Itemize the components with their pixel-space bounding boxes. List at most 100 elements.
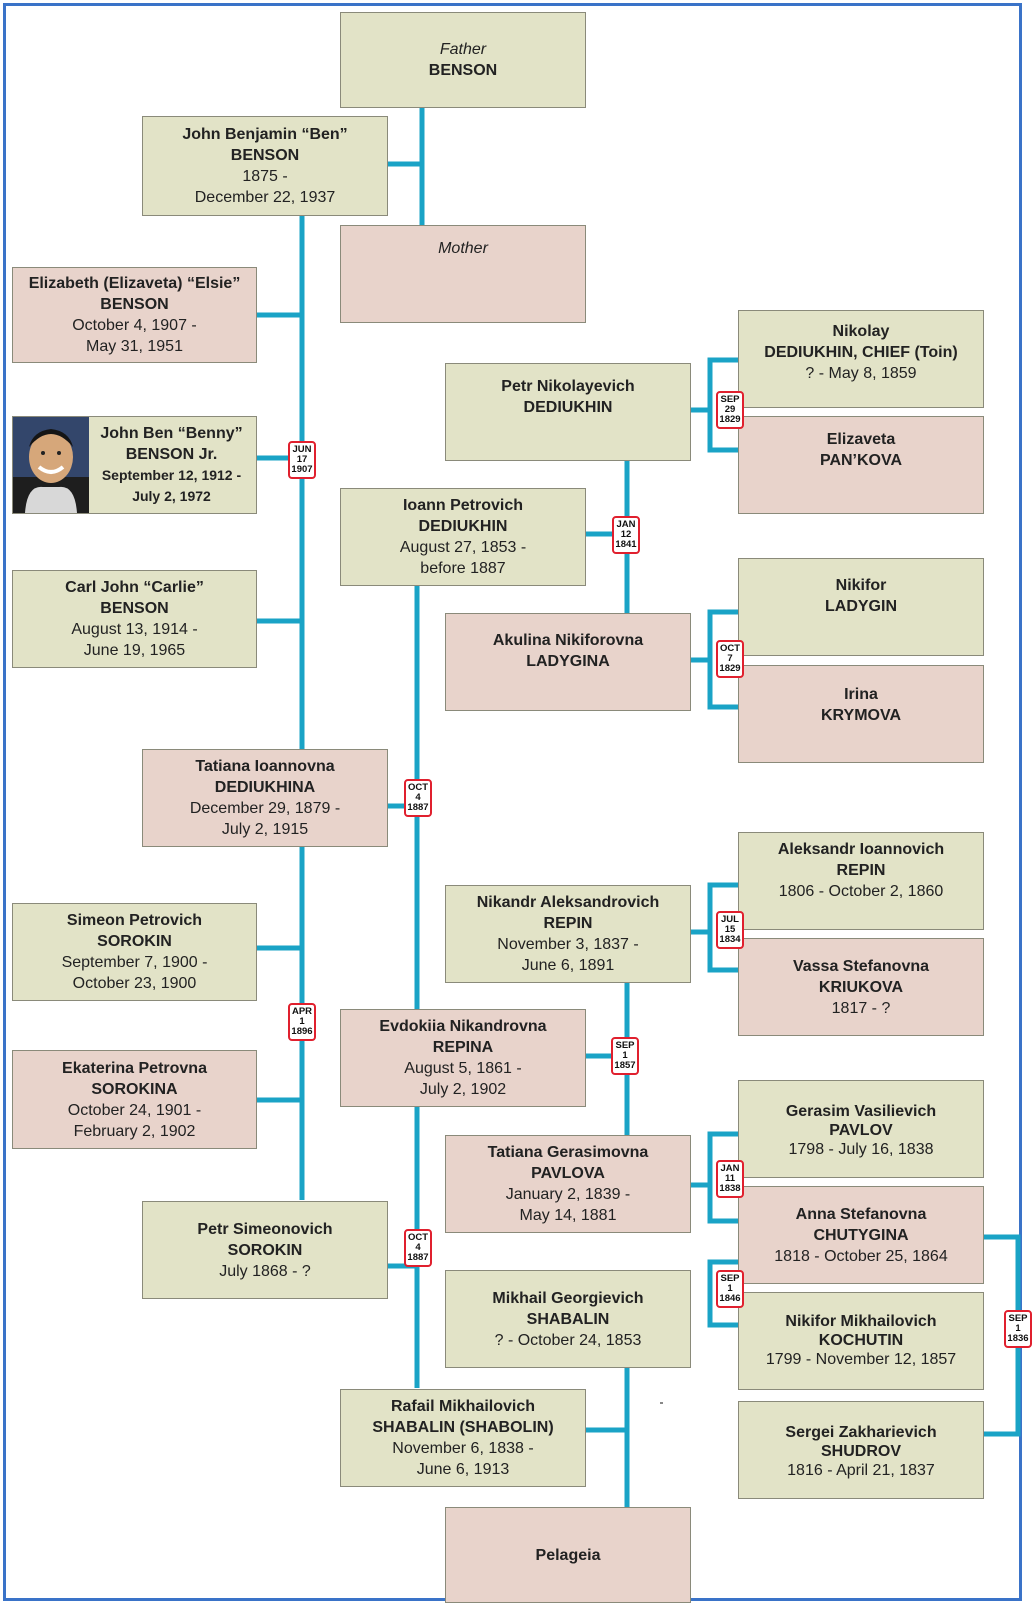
person-nikolay[interactable]: Nikolay DEDIUKHIN, CHIEF (Toin) ? - May … bbox=[738, 310, 984, 408]
person-rafail[interactable]: Rafail Mikhailovich SHABALIN (SHABOLIN) … bbox=[340, 1389, 586, 1487]
person-dates: 1806 - October 2, 1860 bbox=[778, 883, 944, 900]
person-akulina[interactable]: Akulina Nikiforovna LADYGINA bbox=[445, 613, 691, 711]
person-dates: July 1868 - ? bbox=[219, 1262, 311, 1280]
person-name: Carl John “Carlie” bbox=[65, 579, 204, 596]
person-name: Nikifor bbox=[835, 577, 887, 594]
person-petr-simeonovich[interactable]: Petr Simeonovich SOROKIN July 1868 - ? bbox=[142, 1201, 388, 1299]
person-dates: January 2, 1839 - bbox=[505, 1186, 631, 1203]
person-name: John Ben “Benny” bbox=[100, 425, 243, 442]
person-name: Tatiana Ioannovna bbox=[195, 758, 335, 775]
person-dates: October 4, 1907 - bbox=[72, 317, 197, 334]
person-elizabeth[interactable]: Elizabeth (Elizaveta) “Elsie” BENSON Oct… bbox=[12, 267, 257, 363]
day: 11 bbox=[724, 1173, 736, 1184]
person-tatiana-ioannovna[interactable]: Tatiana Ioannovna DEDIUKHINA December 29… bbox=[142, 749, 388, 847]
person-name: Evdokiia Nikandrovna bbox=[379, 1018, 547, 1035]
marriage-date-badge: JUL 15 1834 bbox=[716, 911, 744, 949]
person-name: Ioann Petrovich bbox=[402, 497, 524, 514]
person-dates: November 6, 1838 - bbox=[392, 1440, 534, 1457]
person-name: Petr Nikolayevich bbox=[501, 378, 635, 395]
person-mother[interactable]: Mother bbox=[340, 225, 586, 323]
person-father-benson[interactable]: Father BENSON bbox=[340, 12, 586, 108]
year: 1834 bbox=[719, 934, 741, 945]
person-dates: May 14, 1881 bbox=[519, 1207, 617, 1224]
person-vassa[interactable]: Vassa Stefanovna KRIUKOVA 1817 - ? bbox=[738, 938, 984, 1036]
marriage-date-badge: APR 1 1896 bbox=[288, 1003, 316, 1041]
day: 17 bbox=[296, 454, 308, 465]
person-carl-john[interactable]: Carl John “Carlie” BENSON August 13, 191… bbox=[12, 570, 257, 668]
person-dates: ? - October 24, 1853 bbox=[494, 1331, 642, 1349]
person-dates: 1818 - October 25, 1864 bbox=[774, 1247, 948, 1265]
person-pelageia[interactable]: Pelageia bbox=[445, 1507, 691, 1603]
marriage-date-badge: SEP 1 1857 bbox=[611, 1037, 639, 1075]
person-elizaveta-pankova[interactable]: Elizaveta PAN’KOVA bbox=[738, 416, 984, 514]
person-dates: December 29, 1879 - bbox=[189, 800, 341, 817]
person-dates: September 12, 1912 - bbox=[101, 467, 242, 483]
person-surname: LADYGINA bbox=[526, 653, 610, 670]
person-surname: PAVLOVA bbox=[531, 1165, 605, 1182]
month: OCT bbox=[407, 782, 429, 793]
person-name: Nikifor Mikhailovich bbox=[785, 1313, 937, 1330]
person-nikifor-ladygin[interactable]: Nikifor LADYGIN bbox=[738, 558, 984, 656]
person-surname: BENSON bbox=[230, 147, 300, 164]
person-name: Elizaveta bbox=[826, 431, 896, 448]
person-name: Tatiana Gerasimovna bbox=[487, 1144, 649, 1161]
person-name: Aleksandr Ioannovich bbox=[777, 841, 945, 858]
marriage-date-badge: JUN 17 1907 bbox=[288, 441, 316, 479]
person-simeon[interactable]: Simeon Petrovich SOROKIN September 7, 19… bbox=[12, 903, 257, 1001]
year: 1907 bbox=[291, 464, 313, 475]
month: JAN bbox=[720, 1163, 740, 1174]
year: 1836 bbox=[1007, 1333, 1029, 1344]
person-sergei[interactable]: Sergei Zakharievich SHUDROV 1816 - April… bbox=[738, 1401, 984, 1499]
month: JUN bbox=[292, 444, 312, 455]
person-name: Pelageia bbox=[535, 1546, 601, 1564]
person-name: Petr Simeonovich bbox=[197, 1220, 333, 1238]
person-dates: November 3, 1837 - bbox=[497, 936, 639, 953]
person-irina[interactable]: Irina KRYMOVA bbox=[738, 665, 984, 763]
day: 4 bbox=[415, 1242, 421, 1253]
month: SEP bbox=[615, 1040, 635, 1051]
person-ioann[interactable]: Ioann Petrovich DEDIUKHIN August 27, 185… bbox=[340, 488, 586, 586]
person-dates: June 6, 1891 bbox=[521, 957, 615, 974]
person-evdokiia[interactable]: Evdokiia Nikandrovna REPINA August 5, 18… bbox=[340, 1009, 586, 1107]
stray-mark bbox=[660, 1402, 663, 1404]
person-name: Nikandr Aleksandrovich bbox=[476, 894, 660, 911]
person-petr-nikolayevich[interactable]: Petr Nikolayevich DEDIUKHIN bbox=[445, 363, 691, 461]
person-dates: July 2, 1902 bbox=[419, 1081, 507, 1098]
person-john-benjamin[interactable]: John Benjamin “Ben” BENSON 1875 - Decemb… bbox=[142, 116, 388, 216]
person-surname: BENSON bbox=[100, 600, 169, 617]
person-name: Rafail Mikhailovich bbox=[390, 1398, 536, 1415]
person-surname: KOCHUTIN bbox=[818, 1332, 904, 1349]
person-gerasim[interactable]: Gerasim Vasilievich PAVLOV 1798 - July 1… bbox=[738, 1080, 984, 1178]
marriage-date-badge: OCT 4 1887 bbox=[404, 1229, 432, 1267]
portrait-photo bbox=[13, 417, 89, 513]
person-nikandr[interactable]: Nikandr Aleksandrovich REPIN November 3,… bbox=[445, 885, 691, 983]
month: SEP bbox=[1008, 1313, 1028, 1324]
person-surname: DEDIUKHIN, CHIEF (Toin) bbox=[764, 344, 958, 361]
month: JAN bbox=[616, 519, 636, 530]
person-dates: August 27, 1853 - bbox=[399, 539, 527, 556]
person-dates: August 5, 1861 - bbox=[404, 1060, 522, 1077]
person-dates: October 24, 1901 - bbox=[67, 1101, 202, 1119]
year: 1841 bbox=[615, 539, 637, 550]
person-anna[interactable]: Anna Stefanovna CHUTYGINA 1818 - October… bbox=[738, 1186, 984, 1284]
person-dates: August 13, 1914 - bbox=[71, 621, 198, 638]
person-john-ben-jr[interactable]: John Ben “Benny” BENSON Jr. September 12… bbox=[12, 416, 257, 514]
marriage-date-badge: SEP 29 1829 bbox=[716, 391, 744, 429]
person-dates: 1875 - bbox=[242, 168, 288, 185]
person-ekaterina[interactable]: Ekaterina Petrovna SOROKINA October 24, … bbox=[12, 1050, 257, 1149]
person-dates: 1798 - July 16, 1838 bbox=[788, 1141, 934, 1158]
person-dates: before 1887 bbox=[420, 560, 506, 577]
month: JUL bbox=[721, 914, 739, 925]
connector bbox=[707, 1259, 738, 1328]
person-surname: PAN’KOVA bbox=[819, 452, 903, 469]
person-aleksandr[interactable]: Aleksandr Ioannovich REPIN 1806 - Octobe… bbox=[738, 832, 984, 930]
person-dates: 1816 - April 21, 1837 bbox=[787, 1462, 935, 1479]
person-name: Elizabeth (Elizaveta) “Elsie” bbox=[28, 275, 241, 292]
person-name: Ekaterina Petrovna bbox=[62, 1059, 207, 1077]
person-surname: REPINA bbox=[432, 1039, 494, 1056]
person-nikifor-kochutin[interactable]: Nikifor Mikhailovich KOCHUTIN 1799 - Nov… bbox=[738, 1292, 984, 1390]
person-tatiana-gerasimovna[interactable]: Tatiana Gerasimovna PAVLOVA January 2, 1… bbox=[445, 1135, 691, 1233]
person-mikhail[interactable]: Mikhail Georgievich SHABALIN ? - October… bbox=[445, 1270, 691, 1368]
person-name: Simeon Petrovich bbox=[66, 912, 203, 929]
connector bbox=[707, 357, 738, 453]
